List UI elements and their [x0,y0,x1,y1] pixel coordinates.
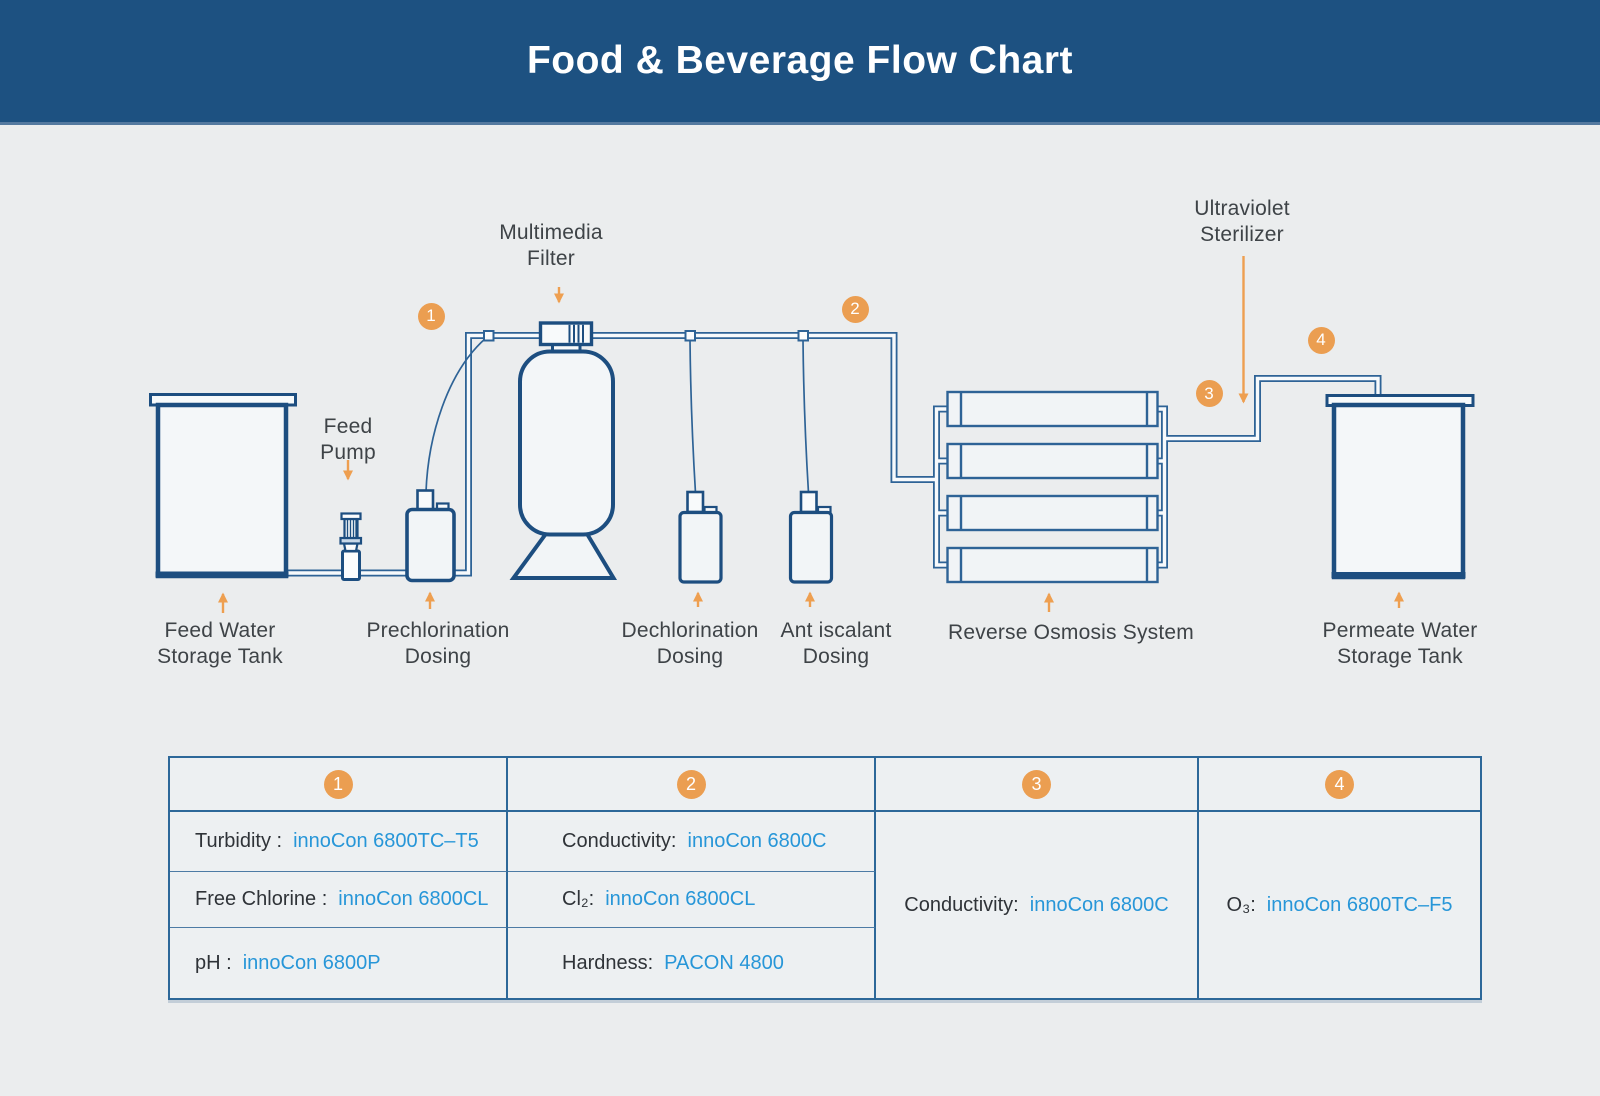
label-feed-water-storage-tank: Feed Water Storage Tank [157,619,283,668]
label-permeate-water-storage-tank: Permeate Water Storage Tank [1322,619,1478,668]
table-cell-conductivity-2: Conductivity: innoCon 6800C [508,812,876,872]
permeate-tank-shape [1325,394,1475,580]
table-header-2: 2 [508,758,876,812]
table-marker-4: 4 [1325,769,1354,799]
marker-4: 4 [1307,326,1335,354]
table-cell-cl2: Cl₂: innoCon 6800CL [508,872,876,928]
table-cell-conductivity-3: Conductivity: innoCon 6800C [876,812,1199,998]
label-multimedia-filter: Multimedia Filter [499,221,603,270]
feed-pump-shape [339,512,363,581]
label-feed-pump: Feed Pump [320,415,376,464]
label-reverse-osmosis-system: Reverse Osmosis System [948,621,1194,644]
table-marker-1: 1 [323,769,353,799]
page-title: Food & Beverage Flow Chart [526,39,1074,82]
label-prechlorination-dosing: Prechlorination Dosing [366,619,510,668]
marker-1: 1 [417,302,445,330]
instrument-table: 1 2 3 4 Turbidity : innoCon 6800TC–T5 Fr… [168,756,1482,1000]
marker-3: 3 [1195,380,1223,407]
multimedia-filter-shape [509,321,618,580]
label-antiscalant-dosing: Ant iscalant Dosing [780,619,892,668]
table-marker-3: 3 [1022,769,1051,799]
label-dechlorination-dosing: Dechlorination Dosing [621,619,759,668]
page-header: Food & Beverage Flow Chart [0,0,1600,125]
table-cell-o3: O₃: innoCon 6800TC–F5 [1226,893,1453,916]
table-header-3: 3 [876,758,1199,812]
feed-water-tank-shape [149,393,297,579]
table-cell-hardness: Hardness: PACON 4800 [508,928,876,998]
dechlorination-doser-shape [678,490,723,584]
table-cell-ph: pH : innoCon 6800P [170,928,508,998]
label-ultraviolet-sterilizer: Ultraviolet Sterilizer [1194,197,1290,246]
table-cell-free-chlorine: Free Chlorine : innoCon 6800CL [170,872,508,928]
table-header-1: 1 [170,758,508,812]
table-header-4: 4 [1199,758,1480,812]
flow-arrows [218,256,1404,613]
marker-2: 2 [841,295,869,323]
prechlorination-doser-shape [405,489,456,583]
table-marker-2: 2 [676,769,706,799]
ro-system-shape [946,390,1159,584]
antiscalant-doser-shape [788,490,834,584]
dosing-tubes [425,330,810,494]
table-cell-turbidity: Turbidity : innoCon 6800TC–T5 [170,812,508,872]
